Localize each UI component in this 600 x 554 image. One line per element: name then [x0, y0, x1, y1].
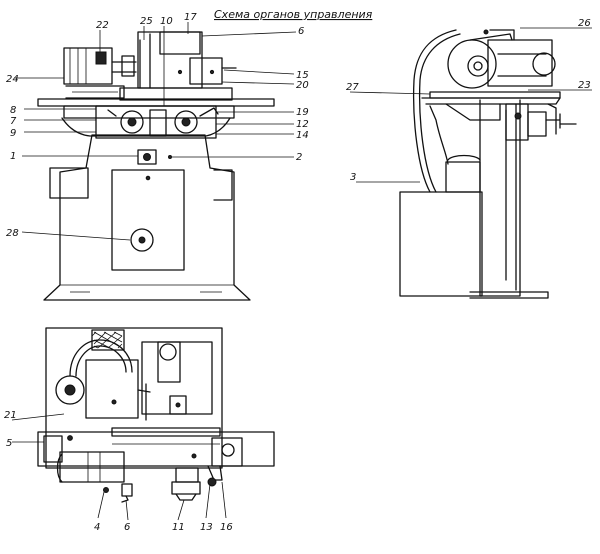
- callout-27: 27: [346, 82, 359, 93]
- drawing-title: Схема органов управления: [214, 8, 373, 21]
- callout-6: 6: [298, 26, 304, 37]
- callout-4: 4: [94, 522, 100, 533]
- plan-view-leaders: [11, 413, 227, 521]
- callout-16: 16: [220, 522, 233, 533]
- callout-9: 9: [10, 128, 16, 139]
- callout-20: 20: [296, 80, 309, 91]
- callout-26: 26: [578, 18, 591, 29]
- front-view-leaders: [14, 22, 297, 241]
- callout-8: 8: [10, 105, 16, 116]
- plan-view: [37, 327, 275, 503]
- callout-13: 13: [200, 522, 213, 533]
- callout-3: 3: [350, 172, 356, 183]
- callout-6-bottom: 6: [124, 522, 130, 533]
- callout-14: 14: [296, 130, 309, 141]
- callout-22: 22: [96, 20, 109, 31]
- callout-17: 17: [184, 12, 197, 23]
- callout-23: 23: [578, 80, 591, 91]
- callout-7: 7: [10, 116, 17, 127]
- callout-11: 11: [172, 522, 185, 533]
- callout-2: 2: [296, 152, 302, 163]
- callout-12: 12: [296, 119, 309, 130]
- callout-5: 5: [6, 438, 12, 449]
- callout-28: 28: [6, 228, 19, 239]
- callout-labels: 24 8 7 9 1 28 2 19 12 14 15 20 6 22 25 1…: [4, 12, 591, 533]
- callout-15: 15: [296, 70, 309, 81]
- front-view: [37, 31, 275, 301]
- side-view: [399, 29, 577, 299]
- side-view-leaders: [349, 27, 592, 183]
- callout-24: 24: [6, 74, 19, 85]
- callout-25: 25: [140, 16, 153, 27]
- callout-19: 19: [296, 107, 309, 118]
- callout-21: 21: [4, 410, 17, 421]
- callout-1: 1: [10, 151, 16, 162]
- callout-10: 10: [160, 16, 173, 27]
